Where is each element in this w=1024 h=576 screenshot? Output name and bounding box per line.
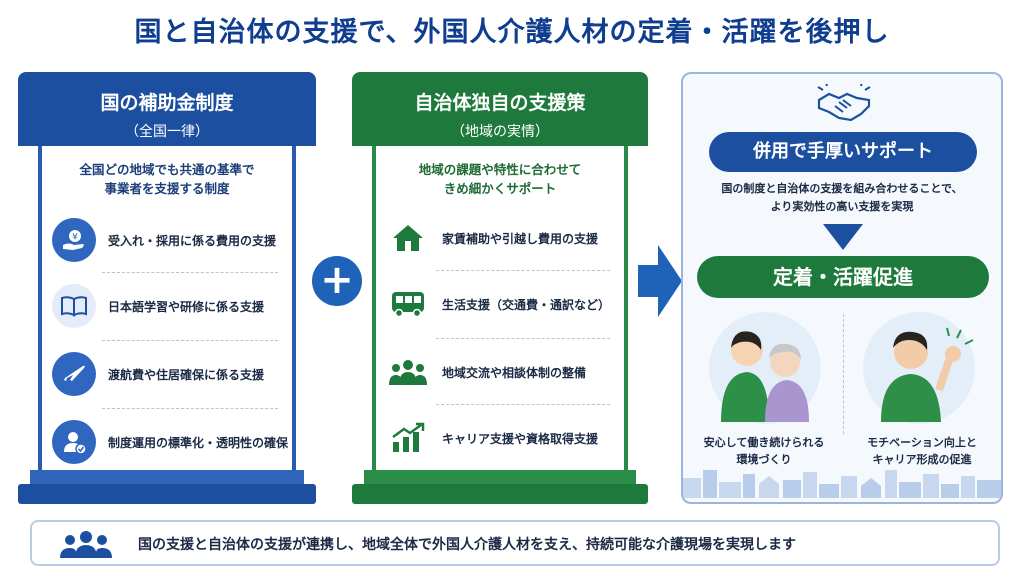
national-item-standard: 制度運用の標準化・透明性の確保: [52, 414, 288, 470]
caption-motivation-career: モチベーション向上と キャリア形成の促進: [867, 436, 977, 466]
national-subheading: （全国一律）: [125, 124, 209, 140]
local-subheading: （地域の実情）: [451, 124, 549, 140]
national-body: 全国どの地域でも共通の基準で 事業者を支援する制度 ¥ 受入れ・採用に係る費用の…: [38, 146, 296, 470]
local-support-column: 自治体独自の支援策 （地域の実情） 地域の課題や特性に合わせて きめ細かくサポー…: [352, 72, 648, 504]
local-lead: 地域の課題や特性に合わせて きめ細かくサポート: [418, 162, 582, 196]
footer-banner: 国の支援と自治体の支援が連携し、地域全体で外国人介護人材を支え、持続可能な介護現…: [30, 520, 1000, 566]
local-item-label: 地域交流や相談体制の整備: [442, 365, 587, 380]
footer-text: 国の支援と自治体の支援が連携し、地域全体で外国人介護人材を支え、持続可能な介護現…: [138, 537, 796, 553]
national-item-recruit: ¥ 受入れ・採用に係る費用の支援: [52, 212, 282, 268]
cityscape-decoration: [683, 464, 1001, 502]
national-item-language: 日本語学習や研修に係る支援: [52, 278, 282, 334]
combined-description: 国の制度と自治体の支援を組み合わせることで、 より実効性の高い支援を実現: [721, 182, 963, 213]
combined-support-pill: 併用で手厚いサポート: [709, 132, 977, 172]
user-check-icon: [52, 420, 96, 464]
national-item-label: 日本語学習や研修に係る支援: [108, 299, 265, 314]
combined-support-panel: 併用で手厚いサポート 国の制度と自治体の支援を組み合わせることで、 より実効性の…: [681, 72, 1003, 504]
local-item-rent: 家賃補助や引越し費用の支援: [386, 210, 614, 266]
plus-icon: +: [312, 256, 362, 306]
national-subsidy-column: 国の補助金制度 （全国一律） 全国どの地域でも共通の基準で 事業者を支援する制度…: [18, 72, 316, 504]
local-header-band: [352, 72, 648, 146]
divider: [436, 270, 610, 271]
local-body: 地域の課題や特性に合わせて きめ細かくサポート 家賃補助や引越し費用の支援 生活…: [372, 146, 628, 470]
divider: [436, 404, 610, 405]
local-header: 自治体独自の支援策 （地域の実情）: [374, 72, 626, 142]
book-icon: [52, 284, 96, 328]
house-icon: [386, 216, 430, 260]
right-arrow-icon: [638, 245, 682, 321]
local-item-career: キャリア支援や資格取得支援: [386, 410, 614, 466]
result-pill: 定着・活躍促進: [697, 256, 989, 298]
pillar-base: [364, 470, 636, 484]
group-icon: [60, 530, 112, 562]
pillar-foot: [18, 484, 316, 504]
airplane-icon: [52, 352, 96, 396]
divider: [102, 408, 278, 409]
bus-icon: [386, 282, 430, 326]
handshake-icon: [817, 81, 871, 128]
national-item-label: 渡航費や住居確保に係る支援: [108, 367, 265, 382]
divider: [843, 314, 844, 434]
national-header-band: [18, 72, 316, 146]
people-icon: [386, 350, 430, 394]
divider: [436, 338, 610, 339]
national-item-travel: 渡航費や住居確保に係る支援: [52, 346, 282, 402]
yen-hand-icon: ¥: [52, 218, 96, 262]
local-item-label: 家賃補助や引越し費用の支援: [442, 231, 599, 246]
national-item-label: 受入れ・採用に係る費用の支援: [108, 233, 277, 248]
caption-safe-environment: 安心して働き続けられる 環境づくり: [703, 436, 825, 466]
divider: [102, 272, 278, 273]
caregiver-illustration: [707, 310, 823, 428]
page-title: 国と自治体の支援で、外国人介護人材の定着・活躍を後押し: [134, 17, 890, 48]
growth-chart-icon: [386, 416, 430, 460]
national-lead: 全国どの地域でも共通の基準で 事業者を支援する制度: [79, 162, 255, 196]
local-item-label: 生活支援（交通費・通訳など）: [442, 297, 611, 312]
pillar-base: [30, 470, 304, 484]
down-arrow-icon: [823, 224, 863, 254]
pillar-foot: [352, 484, 648, 504]
local-item-living: 生活支援（交通費・通訳など）: [386, 276, 614, 332]
national-header: 国の補助金制度 （全国一律）: [40, 72, 294, 142]
local-heading: 自治体独自の支援策: [414, 92, 586, 114]
local-item-community: 地域交流や相談体制の整備: [386, 344, 614, 400]
national-heading: 国の補助金制度: [100, 92, 234, 114]
worker-illustration: [861, 310, 977, 428]
national-item-label: 制度運用の標準化・透明性の確保: [108, 435, 289, 450]
svg-text:¥: ¥: [72, 233, 78, 243]
local-item-label: キャリア支援や資格取得支援: [442, 431, 599, 446]
divider: [102, 340, 278, 341]
